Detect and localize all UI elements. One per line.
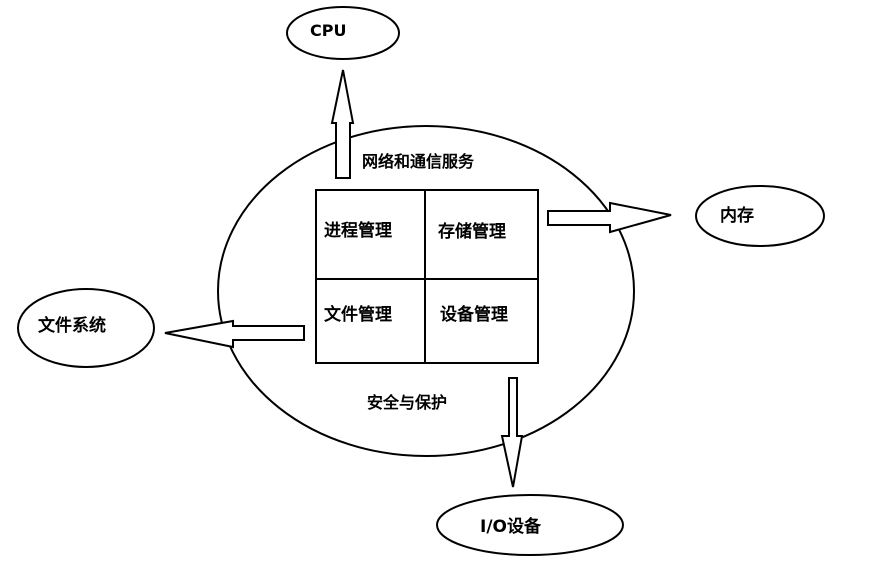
memory-label: 内存: [720, 205, 754, 226]
memory-node: [695, 185, 825, 247]
module-grid: [315, 189, 539, 364]
module-device-management: 设备管理: [440, 304, 508, 325]
file-system-arrow: [164, 319, 305, 349]
network-communication-label: 网络和通信服务: [362, 152, 475, 171]
module-storage-management: 存储管理: [438, 221, 506, 242]
cpu-node: [286, 6, 400, 60]
security-protection-label: 安全与保护: [367, 393, 447, 412]
io-device-label: I/O设备: [480, 516, 542, 537]
file-system-node: [17, 288, 155, 368]
cpu-label: CPU: [310, 21, 346, 40]
module-process-management: 进程管理: [324, 220, 392, 241]
memory-arrow: [547, 201, 672, 234]
module-file-management: 文件管理: [324, 304, 392, 325]
io-device-node: [436, 494, 624, 556]
cpu-arrow: [330, 69, 355, 179]
io-arrow: [500, 377, 524, 488]
module-grid-frame: [315, 189, 539, 364]
file-system-label: 文件系统: [38, 315, 106, 336]
os-boundary-ellipse: [217, 125, 635, 457]
